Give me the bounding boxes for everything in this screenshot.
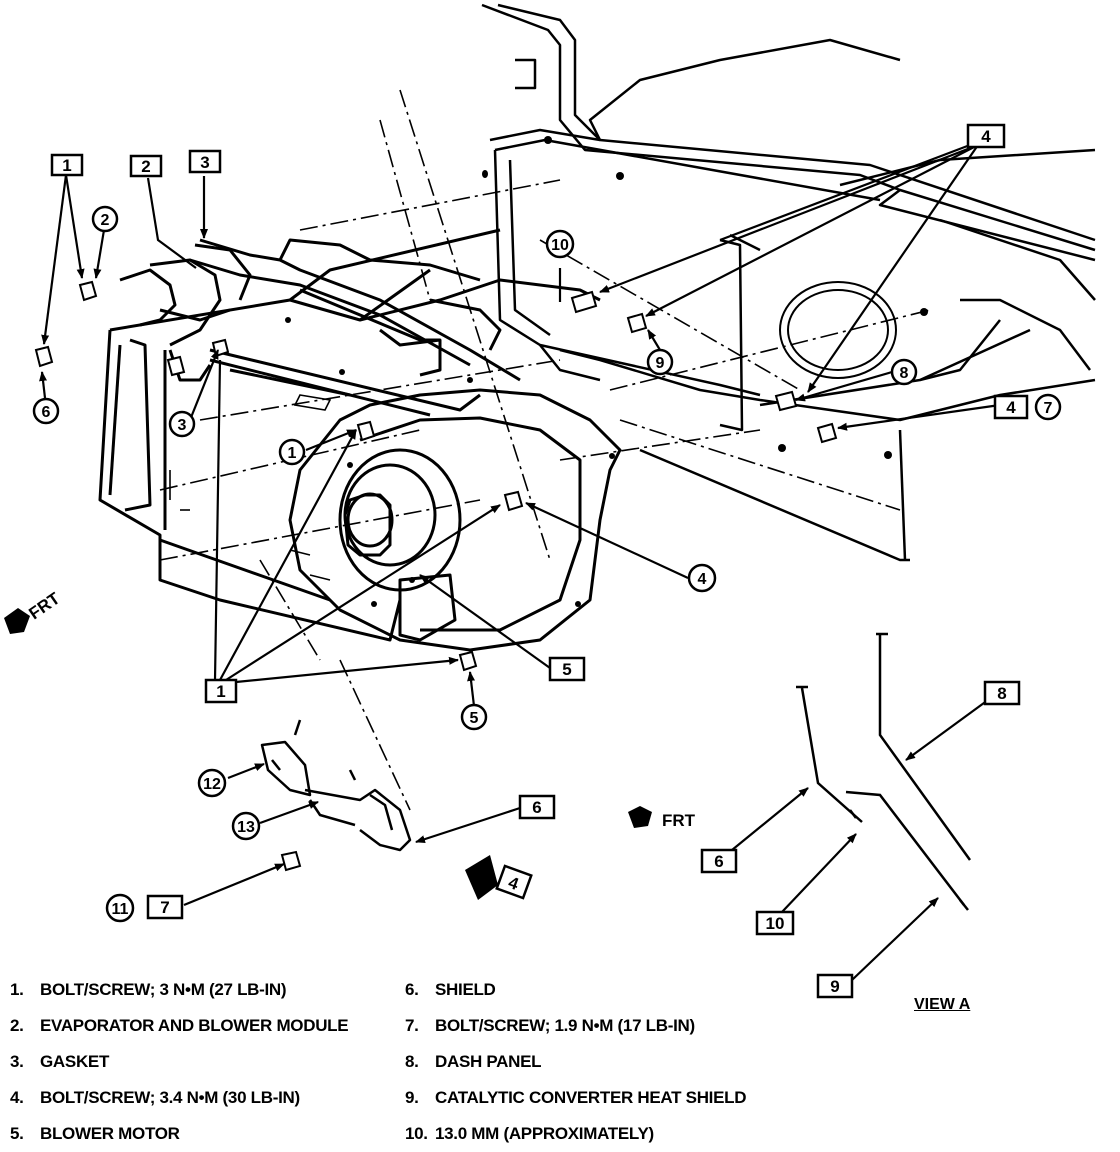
legend-item-3: 3.GASKET [10,1052,110,1071]
callout-box-4-right: 4 [993,394,1029,420]
svg-text:9: 9 [656,355,665,372]
view-a-box-10: 10 [755,910,795,936]
evaporator-core [169,394,332,581]
view-a-frt: FRT [628,806,696,830]
shield-bracket-assembly [260,719,412,852]
view-a-detail [796,632,972,911]
callout-circle-12: 12 [197,768,227,798]
svg-text:10: 10 [551,237,569,254]
frt-arrow-icon [4,608,30,634]
callout-box-1-bottom: 1 [204,678,238,704]
callout-circle-9: 9 [646,348,674,376]
frt-arrow-icon [628,806,652,828]
svg-text:6: 6 [42,404,51,421]
svg-text:3: 3 [200,153,209,172]
callout-circle-4: 4 [687,563,717,593]
svg-text:9: 9 [830,977,839,996]
svg-text:5: 5 [562,660,571,679]
svg-text:8: 8 [900,365,909,382]
legend-item-5: 5.BLOWER MOTOR [10,1124,180,1143]
view-a-leaders [731,699,989,981]
callout-circle-10: 10 [545,229,575,259]
svg-text:4: 4 [981,127,991,146]
legend-right-column: 6.SHIELD 7.BOLT/SCREW; 1.9 N•M (17 LB-IN… [405,972,747,1152]
view-arrow-icon [465,855,498,900]
svg-text:3: 3 [178,417,187,434]
frt-indicator-main: FRT [4,588,64,634]
view-a-reference: 4 [465,855,533,900]
callout-box-1-top: 1 [50,153,84,177]
svg-text:1: 1 [216,682,225,701]
callout-circle-5: 5 [460,703,488,731]
view-a-box-6: 6 [700,848,738,874]
legend-left-column: 1.BOLT/SCREW; 3 N•M (27 LB-IN) 2.EVAPORA… [10,972,349,1152]
view-a-box-8: 8 [983,680,1021,706]
evaporator-blower-module [98,228,622,652]
legend-item-1: 1.BOLT/SCREW; 3 N•M (27 LB-IN) [10,980,287,999]
legend-item-4: 4.BOLT/SCREW; 3.4 N•M (30 LB-IN) [10,1088,300,1107]
svg-text:6: 6 [714,852,723,871]
svg-text:1: 1 [288,445,297,462]
svg-text:7: 7 [160,898,169,917]
legend-item-10: 10.13.0 MM (APPROXIMATELY) [405,1124,654,1143]
leader-lines [39,143,1001,907]
svg-text:FRT: FRT [25,588,63,623]
svg-text:13: 13 [237,819,255,836]
svg-text:7: 7 [1044,400,1053,417]
legend-item-7: 7.BOLT/SCREW; 1.9 N•M (17 LB-IN) [405,1016,695,1035]
callout-circle-3: 3 [168,410,196,438]
svg-text:1: 1 [62,156,71,175]
svg-text:4: 4 [698,571,707,588]
svg-text:4: 4 [1006,398,1016,417]
svg-text:6: 6 [532,798,541,817]
fasteners [34,280,838,872]
vehicle-body-outline [481,3,1096,562]
legend-item-6: 6.SHIELD [405,980,496,999]
callout-circle-13: 13 [231,811,261,841]
callout-circle-6: 6 [32,397,60,425]
callout-box-4-top: 4 [966,123,1006,149]
legend-item-2: 2.EVAPORATOR AND BLOWER MODULE [10,1016,349,1035]
svg-text:5: 5 [470,710,479,727]
legend-item-8: 8.DASH PANEL [405,1052,542,1071]
callout-circle-2: 2 [91,205,119,233]
svg-text:2: 2 [101,212,110,229]
svg-text:12: 12 [203,776,221,793]
callout-box-2: 2 [129,154,163,178]
legend-item-9: 9.CATALYTIC CONVERTER HEAT SHIELD [405,1088,747,1107]
callout-box-5: 5 [548,656,586,682]
callout-box-6-bottom: 6 [518,794,556,820]
view-a-title: VIEW A [914,996,971,1013]
dash-panel-opening [779,281,897,379]
svg-text:2: 2 [141,157,150,176]
svg-text:11: 11 [112,901,129,918]
reference-dots [285,136,928,607]
callout-box-3: 3 [188,149,222,174]
center-lines [159,89,931,811]
svg-text:8: 8 [997,684,1006,703]
callout-circle-1: 1 [278,438,306,466]
callout-box-7-bottom: 7 [146,894,184,920]
callout-circle-8: 8 [890,358,918,386]
view-a-box-9: 9 [816,973,854,999]
callout-circle-7: 7 [1034,393,1062,421]
svg-text:10: 10 [766,914,785,933]
svg-text:FRT: FRT [662,811,696,830]
callout-circle-11: 11 [105,893,135,923]
